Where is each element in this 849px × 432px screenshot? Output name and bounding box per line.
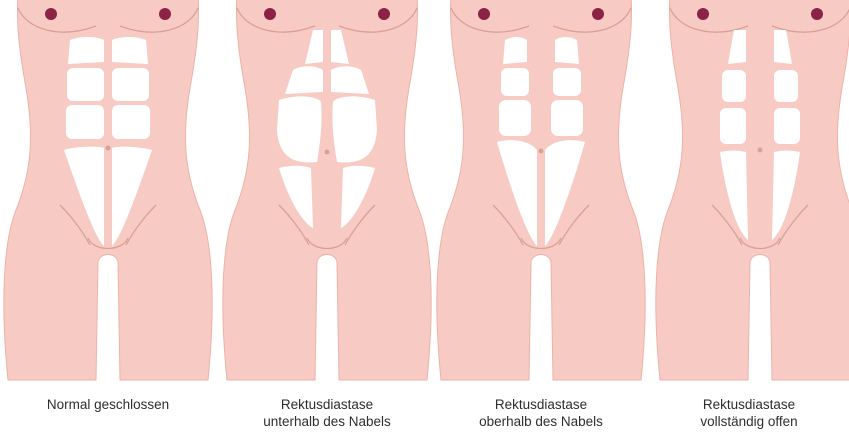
caption-line: Rektusdiastase	[649, 396, 849, 413]
navel	[106, 146, 111, 151]
caption-above-navel: Rektusdiastase oberhalb des Nabels	[441, 396, 641, 430]
panel-fully-open	[656, 0, 849, 380]
panel-below-navel	[223, 0, 431, 380]
caption-normal: Normal geschlossen	[8, 396, 208, 413]
caption-line: Rektusdiastase	[227, 396, 427, 413]
panel-above-navel	[437, 0, 645, 380]
caption-line: Normal geschlossen	[8, 396, 208, 413]
caption-line: unterhalb des Nabels	[227, 413, 427, 430]
caption-line: vollständig offen	[649, 413, 849, 430]
caption-line: oberhalb des Nabels	[441, 413, 641, 430]
navel	[539, 149, 544, 154]
panel-normal	[4, 0, 212, 380]
caption-below-navel: Rektusdiastase unterhalb des Nabels	[227, 396, 427, 430]
navel	[758, 148, 763, 153]
caption-line: Rektusdiastase	[441, 396, 641, 413]
caption-fully-open: Rektusdiastase vollständig offen	[649, 396, 849, 430]
navel	[325, 150, 330, 155]
